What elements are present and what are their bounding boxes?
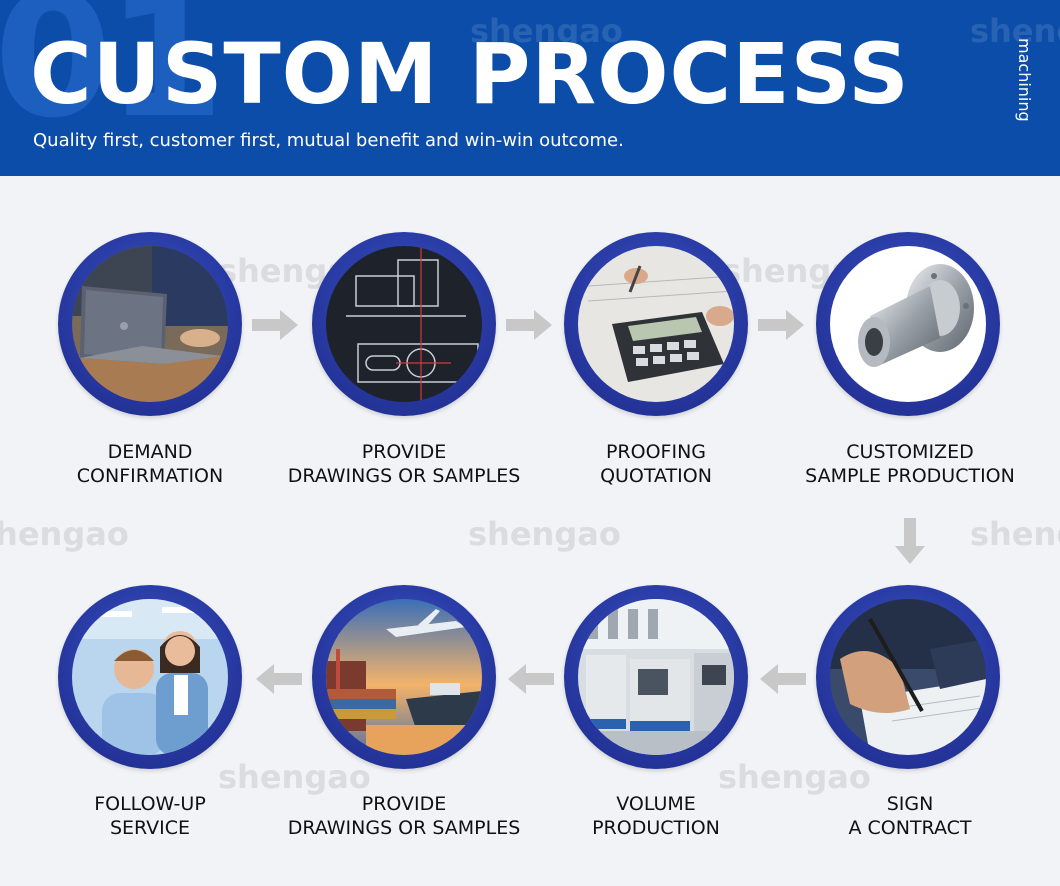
- watermark: shengao: [470, 12, 623, 50]
- step-label: PROVIDE DRAWINGS OR SAMPLES: [274, 792, 534, 840]
- step-label-line1: CUSTOMIZED: [846, 441, 974, 463]
- step-label-line2: A CONTRACT: [848, 817, 972, 839]
- step-label-line2: QUOTATION: [600, 465, 712, 487]
- step-customized-sample-image: [816, 232, 1000, 416]
- step-label: SIGN A CONTRACT: [780, 792, 1040, 840]
- side-text: machining: [1012, 38, 1036, 128]
- header-number: 01: [0, 0, 225, 156]
- watermark: shengao: [970, 515, 1060, 553]
- page-subtitle: Quality first, customer first, mutual be…: [33, 130, 624, 151]
- step-label-line2: PRODUCTION: [592, 817, 720, 839]
- step-label-line2: SERVICE: [109, 817, 191, 839]
- step-label-line1: PROOFING: [605, 441, 707, 463]
- step-label-line1: SIGN: [886, 793, 934, 815]
- step-label: PROOFING QUOTATION: [526, 440, 786, 488]
- step-volume-production-image: [564, 585, 748, 769]
- arrow-down-icon: [895, 518, 925, 564]
- step-label: VOLUME PRODUCTION: [526, 792, 786, 840]
- step-label: PROVIDE DRAWINGS OR SAMPLES: [274, 440, 534, 488]
- arrow-left-icon: [760, 664, 806, 694]
- step-label: DEMAND CONFIRMATION: [20, 440, 280, 488]
- watermark: shengao: [218, 758, 371, 796]
- page-title: CUSTOM PROCESS: [30, 25, 910, 123]
- step-label-line1: DEMAND: [107, 441, 193, 463]
- side-text-label: machining: [1015, 38, 1034, 122]
- step-label: CUSTOMIZED SAMPLE PRODUCTION: [780, 440, 1040, 488]
- watermark: shengao: [718, 758, 871, 796]
- step-label-line1: FOLLOW-UP: [94, 793, 206, 815]
- arrow-right-icon: [252, 310, 298, 340]
- step-label-line1: PROVIDE: [361, 441, 447, 463]
- step-label-line1: VOLUME: [616, 793, 696, 815]
- step-sign-contract-image: [816, 585, 1000, 769]
- arrow-left-icon: [508, 664, 554, 694]
- step-label-line2: CONFIRMATION: [76, 465, 224, 487]
- step-label-line2: DRAWINGS OR SAMPLES: [287, 465, 521, 487]
- header-banner: 01 shengao shengao CUSTOM PROCESS Qualit…: [0, 0, 1060, 176]
- arrow-right-icon: [758, 310, 804, 340]
- watermark: shengao: [970, 12, 1060, 50]
- arrow-left-icon: [256, 664, 302, 694]
- watermark: shengao: [468, 515, 621, 553]
- step-provide-drawings-image: [312, 232, 496, 416]
- arrow-right-icon: [506, 310, 552, 340]
- watermark: shengao: [0, 515, 129, 553]
- step-follow-up-service-image: [58, 585, 242, 769]
- step-proofing-quotation-image: [564, 232, 748, 416]
- step-label-line1: PROVIDE: [361, 793, 447, 815]
- step-label-line2: DRAWINGS OR SAMPLES: [287, 817, 521, 839]
- step-label-line2: SAMPLE PRODUCTION: [805, 465, 1015, 487]
- step-label: FOLLOW-UP SERVICE: [20, 792, 280, 840]
- step-provide-drawings-shipping-image: [312, 585, 496, 769]
- step-demand-confirmation-image: [58, 232, 242, 416]
